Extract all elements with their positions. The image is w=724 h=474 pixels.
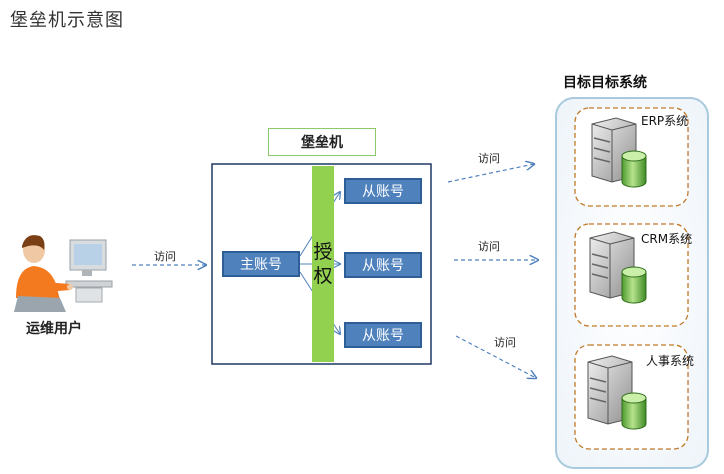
- bastion-title: 堡垒机: [268, 128, 376, 156]
- user-at-computer-icon: [14, 235, 113, 312]
- sub-account-box-1: 从账号: [344, 178, 422, 204]
- access-label-erp: 访问: [478, 152, 500, 165]
- database-icon: [621, 392, 647, 430]
- database-icon: [621, 266, 647, 304]
- access-label-crm: 访问: [478, 240, 500, 253]
- authorization-bar: [312, 166, 334, 362]
- access-label-hr: 访问: [494, 336, 516, 349]
- access-label-user: 访问: [154, 250, 176, 263]
- authorization-label: 授 权: [312, 240, 334, 288]
- page-title: 堡垒机示意图: [10, 10, 124, 31]
- sub-account-box-3: 从账号: [344, 322, 422, 348]
- user-label: 运维用户: [26, 321, 82, 337]
- arrow-to-hr: [455, 335, 536, 378]
- main-account-box: 主账号: [222, 251, 300, 277]
- sub-account-box-2: 从账号: [344, 252, 422, 278]
- system-label-crm: CRM系统: [641, 232, 693, 246]
- system-label-hr: 人事系统: [646, 354, 695, 368]
- bastion-frame: [211, 163, 432, 365]
- target-systems-title: 目标目标系统: [563, 75, 647, 91]
- server-icon: [587, 355, 633, 425]
- authorization-char-2: 权: [313, 265, 333, 287]
- arrow-to-erp: [447, 164, 534, 183]
- system-label-erp: ERP系统: [641, 114, 689, 128]
- database-icon: [621, 150, 647, 188]
- authorization-char-1: 授: [313, 241, 333, 263]
